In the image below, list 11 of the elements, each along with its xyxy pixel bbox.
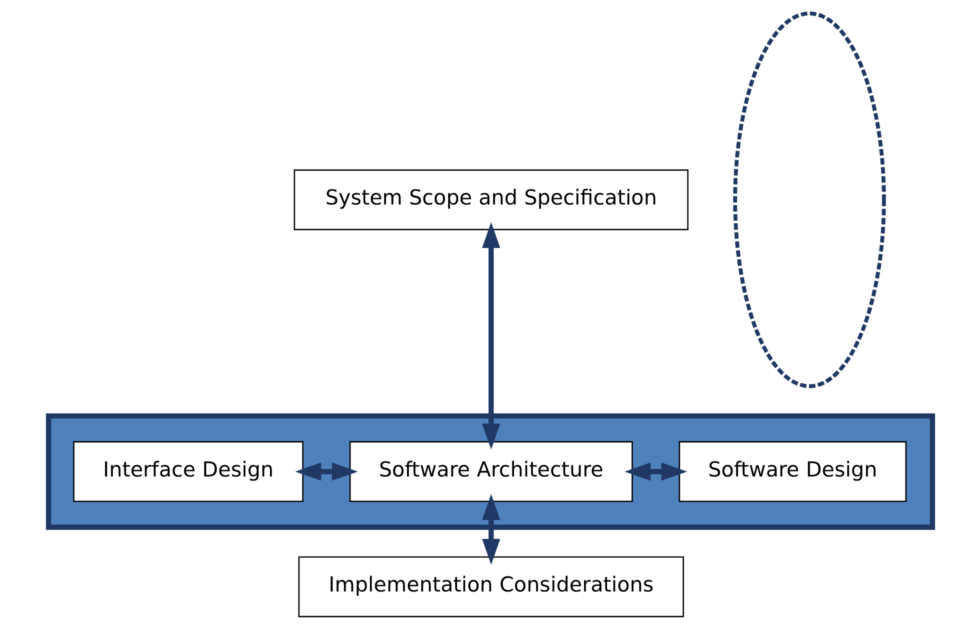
arrow — [624, 462, 687, 481]
node-box: Software Architecture — [348, 441, 632, 502]
arrow — [482, 222, 500, 450]
arrow — [482, 494, 500, 565]
node-ellipse — [732, 12, 886, 388]
arrow — [294, 462, 358, 481]
node-box: System Scope and Specification — [293, 169, 688, 230]
node-box: Interface Design — [72, 441, 303, 502]
node-box: Implementation Considerations — [298, 556, 684, 618]
node-box: Software Design — [678, 441, 906, 502]
cluster — [45, 413, 935, 530]
